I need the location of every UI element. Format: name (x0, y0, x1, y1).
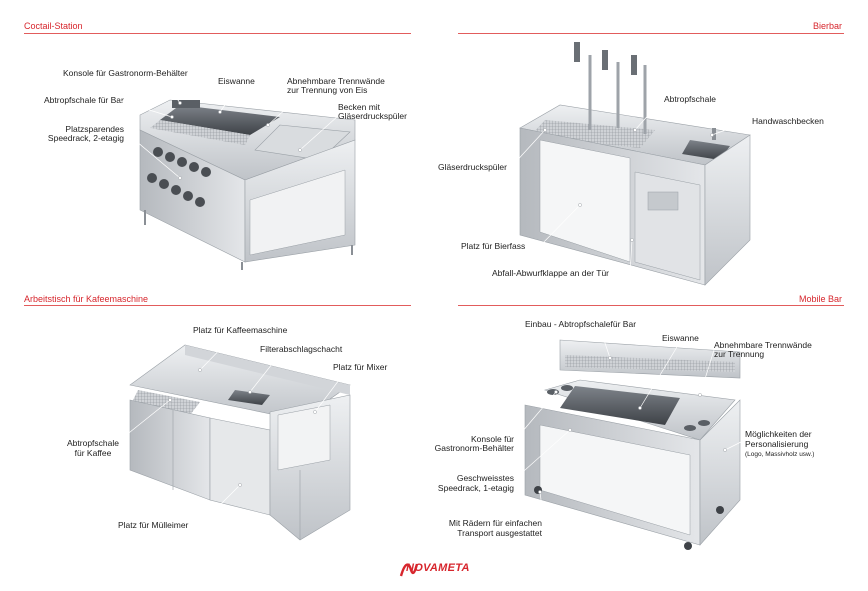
label-speedrack: Platzsparendes (65, 124, 124, 134)
label-kaffeemaschine: Platz für Kaffeemaschine (193, 325, 288, 335)
mobile-bar-drawing (524, 339, 741, 550)
section-title-cocktail: Coctail-Station (24, 21, 83, 31)
label-mixer: Platz für Mixer (333, 362, 388, 372)
label-trennwaende: Abnehmbare Trennwände (287, 76, 385, 86)
section-rule (24, 305, 411, 306)
label-personalisierung: Möglichkeiten der (745, 429, 812, 439)
label-abtropf-kaffee-2: für Kaffee (74, 448, 112, 458)
label-personalisierung-3: (Logo, Massivholz usw.) (745, 451, 815, 458)
label-raeder-2: Transport ausgestattet (457, 528, 542, 538)
label-handwaschbecken: Handwaschbecken (752, 116, 824, 126)
label-eiswanne: Eiswanne (218, 76, 255, 86)
label-konsole-2: Gastronorm-Behälter (434, 443, 514, 453)
section-title-mobile: Mobile Bar (798, 294, 842, 304)
section-rule (458, 305, 844, 306)
label-muelleimer: Platz für Mülleimer (118, 520, 189, 530)
label-eiswanne: Eiswanne (662, 333, 699, 343)
bierbar-drawing (519, 42, 751, 286)
novameta-logo-icon (399, 563, 419, 577)
label-abtropf-kaffee: Abtropfschale (67, 438, 119, 448)
label-trennwaende-2: zur Trennung (714, 349, 765, 359)
section-rule (24, 33, 411, 34)
label-abtropfschale: Abtropfschale für Bar (44, 95, 124, 105)
cocktail-station-drawing (139, 99, 356, 270)
label-trennwaende-2: zur Trennung von Eis (287, 85, 368, 95)
label-abfallklappe: Abfall-Abwurfklappe an der Tür (492, 268, 610, 278)
label-filterschacht: Filterabschlagschacht (260, 344, 343, 354)
section-rule (458, 33, 844, 34)
label-glaeserdruckspueler: Gläserdruckspüler (438, 162, 507, 172)
label-speedrack-2: Speedrack, 2-etagig (47, 133, 124, 143)
label-speedrack-2: Speedrack, 1-etagig (437, 483, 514, 493)
label-trennwaende: Abnehmbare Trennwände (714, 340, 812, 350)
label-konsole: Konsole für (471, 434, 514, 444)
label-abtropfschale: Abtropfschale (664, 94, 716, 104)
label-personalisierung-2: Personalisierung (745, 439, 809, 449)
section-title-kaffee: Arbeitstisch für Kafeemaschine (24, 294, 149, 304)
label-becken: Becken mit (338, 102, 381, 112)
label-speedrack: Geschweisstes (456, 473, 514, 483)
label-becken-2: Gläserdruckspüler (338, 111, 407, 121)
label-raeder: Mit Rädern für einfachen (448, 518, 542, 528)
brand-logo-text: NOVAMETA (406, 562, 470, 574)
section-title-bierbar: Bierbar (812, 21, 842, 31)
label-einbau-abtropf: Einbau - Abtropfschalefür Bar (525, 319, 637, 329)
label-konsole: Konsole für Gastronorm-Behälter (63, 68, 188, 78)
label-bierfass: Platz für Bierfass (461, 241, 526, 251)
